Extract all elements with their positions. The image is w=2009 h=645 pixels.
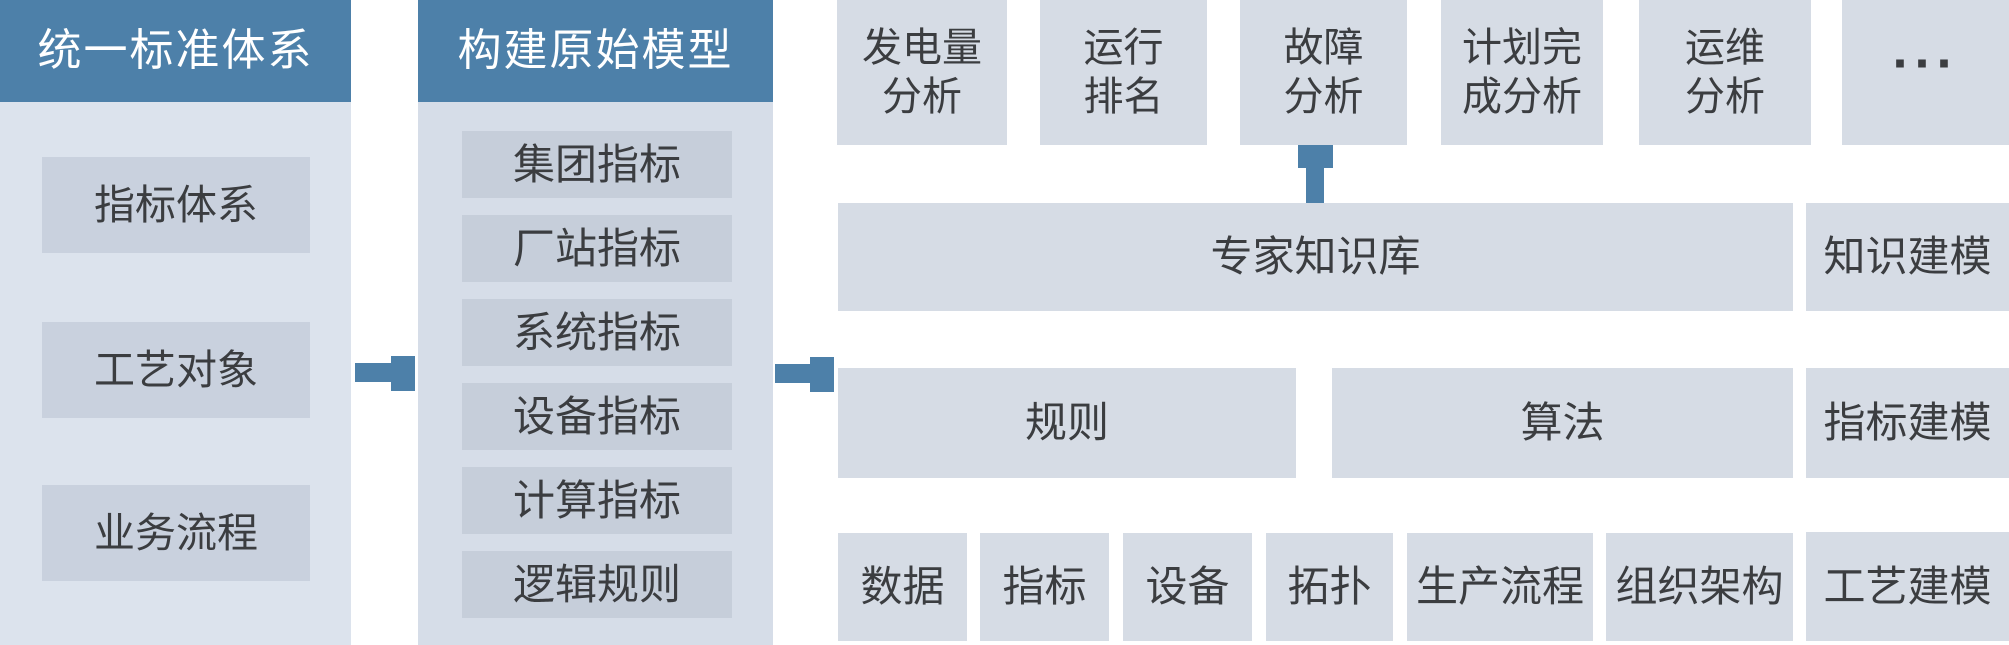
box-more-applications: ... xyxy=(1842,0,2009,145)
box-algorithm: 算法 xyxy=(1332,368,1793,478)
box-organization-structure: 组织架构 xyxy=(1606,533,1793,641)
arrow-stem xyxy=(775,364,810,383)
arrow-expert-kb-to-fault-analysis xyxy=(1298,145,1333,203)
box-indicator-modeling: 指标建模 xyxy=(1806,368,2009,478)
box-business-process: 业务流程 xyxy=(42,485,310,581)
box-indicator: 指标 xyxy=(980,533,1109,641)
box-calculation-indicator: 计算指标 xyxy=(462,467,732,534)
box-plant-indicator: 厂站指标 xyxy=(462,215,732,282)
box-plan-completion-analysis: 计划完 成分析 xyxy=(1441,0,1603,145)
box-process-object: 工艺对象 xyxy=(42,322,310,418)
box-operation-maintenance-analysis: 运维 分析 xyxy=(1639,0,1811,145)
box-data: 数据 xyxy=(838,533,967,641)
box-process-modeling: 工艺建模 xyxy=(1806,532,2009,641)
box-power-generation-analysis: 发电量 分析 xyxy=(837,0,1007,145)
header-unified-standard-system: 统一标准体系 xyxy=(0,0,351,102)
box-operation-ranking: 运行 排名 xyxy=(1040,0,1207,145)
box-group-indicator: 集团指标 xyxy=(462,131,732,198)
ellipsis-label: ... xyxy=(1892,19,1959,80)
header-build-original-model: 构建原始模型 xyxy=(418,0,773,102)
arrow-head xyxy=(391,356,415,391)
box-expert-knowledge-base: 专家知识库 xyxy=(838,203,1793,311)
arrow-head xyxy=(1298,145,1333,168)
arrow-stem xyxy=(1306,168,1324,203)
box-fault-analysis: 故障 分析 xyxy=(1240,0,1407,145)
box-knowledge-modeling: 知识建模 xyxy=(1806,203,2009,311)
arrow-head xyxy=(810,357,834,392)
box-system-indicator: 系统指标 xyxy=(462,299,732,366)
box-equipment-indicator: 设备指标 xyxy=(462,383,732,450)
box-rules: 规则 xyxy=(838,368,1296,478)
arrow-stem xyxy=(355,363,391,382)
box-topology: 拓扑 xyxy=(1266,533,1393,641)
arrow-col1-to-col2 xyxy=(355,356,415,391)
arrow-col2-to-right xyxy=(775,357,834,392)
box-equipment: 设备 xyxy=(1123,533,1252,641)
box-production-process: 生产流程 xyxy=(1407,533,1593,641)
box-indicator-system: 指标体系 xyxy=(42,157,310,253)
box-logic-rule: 逻辑规则 xyxy=(462,551,732,618)
